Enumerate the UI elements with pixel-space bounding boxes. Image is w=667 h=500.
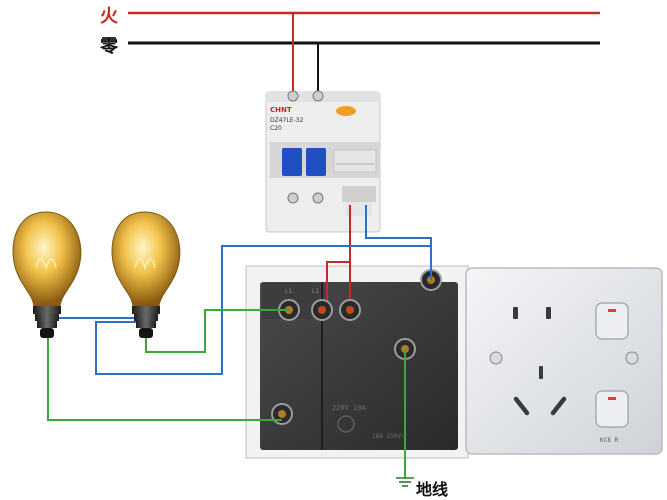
blue-wire-to-bulb-right xyxy=(95,245,432,375)
svg-text:16A 250V~: 16A 250V~ xyxy=(372,433,405,440)
breaker-top-terminal-right xyxy=(312,90,324,102)
light-bulb-icon xyxy=(12,211,82,338)
svg-text:220V 10A: 220V 10A xyxy=(332,404,367,412)
breaker-handle-right xyxy=(306,148,326,176)
breaker-bottom-terminal-left xyxy=(287,192,299,204)
breaker-handle-left xyxy=(282,148,302,176)
breaker-brand: CHNT xyxy=(270,106,292,114)
light-bulb-icon xyxy=(111,211,181,338)
socket-code: KC8 R xyxy=(600,437,619,444)
three-pin-slot-right xyxy=(550,396,567,416)
neutral-wire-label: 零 xyxy=(100,36,118,57)
green-wire-bulb-right xyxy=(145,309,289,353)
wall-socket-icon xyxy=(465,267,663,455)
switch-base: L1 L1 220V 10A 16A 250V~ xyxy=(245,265,469,459)
live-wire-label: 火 xyxy=(100,6,118,27)
green-wire-bulb-left xyxy=(47,338,282,421)
breaker-bottom-terminal-right xyxy=(312,192,324,204)
breaker-top-terminal-left xyxy=(287,90,299,102)
circuit-breaker-icon xyxy=(265,90,381,233)
ground-symbol-icon xyxy=(396,477,414,487)
breaker-test-button xyxy=(336,106,356,116)
two-pin-slot-left xyxy=(513,307,518,319)
three-pin-slot-top xyxy=(539,366,543,379)
three-pin-slot-left xyxy=(513,396,530,416)
socket-rocker-top xyxy=(595,302,629,340)
svg-text:L1: L1 xyxy=(312,288,319,295)
svg-text:L1: L1 xyxy=(285,288,292,295)
breaker-model: DZ47LE-32 xyxy=(270,117,304,124)
socket-rocker-bottom xyxy=(595,390,629,428)
two-pin-slot-right xyxy=(546,307,551,319)
ground-wire-label: 地线 xyxy=(416,480,449,499)
breaker-rating: C20 xyxy=(270,125,282,132)
